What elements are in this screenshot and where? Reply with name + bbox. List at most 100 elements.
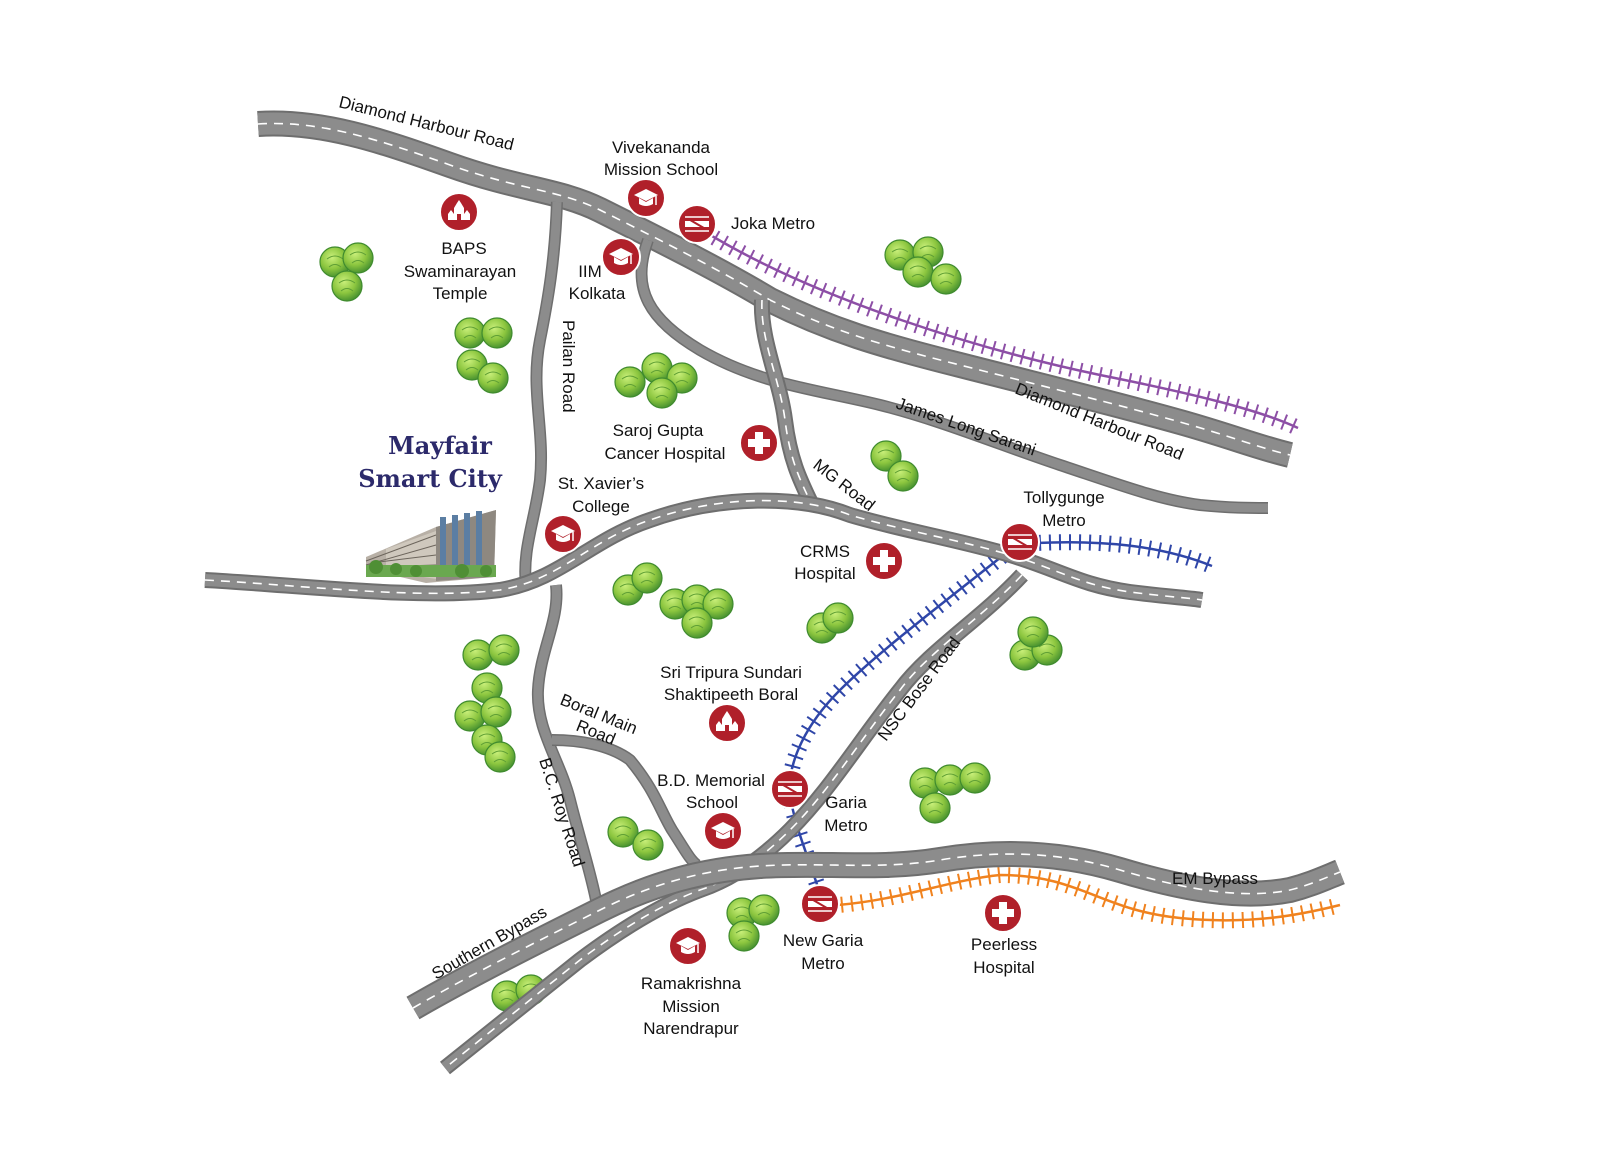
marker-joka-metro [677,204,717,244]
rail-tie [1280,414,1289,430]
tree-icon [454,317,486,349]
rail-tie [1111,895,1119,911]
rail-tie [1252,404,1260,421]
label-iim-line1: IIM [578,262,602,281]
label-crms-line2: Hospital [794,564,855,583]
rail-tie [1137,538,1142,556]
tree-icon [454,700,486,732]
rail-tie [971,568,984,583]
rail-tie [837,290,846,306]
rail-tie [956,580,968,595]
rail-tie [1009,346,1016,363]
rail-tie [1027,868,1032,885]
rail-tie [870,650,883,664]
rail-tie [1092,888,1100,904]
mg-road-branch [753,299,820,509]
road-label-pailan: Pailan Road [559,320,578,413]
rail-tie [894,311,902,327]
rail-tie [737,245,747,261]
rail-tie [782,266,791,283]
mayfair-building-image [365,510,496,583]
label-joka-metro: Joka Metro [731,214,815,233]
tree-icon [728,920,760,952]
road-label-james-long: James Long Sarani [894,394,1039,460]
hospital-icon [748,432,770,454]
rail-tie [819,699,833,712]
rail-tie [1147,540,1153,557]
rail-tie [879,891,885,908]
tree-icon [614,366,646,398]
rail-tie [1241,911,1245,929]
rail-tie [1058,358,1065,375]
school-icon [676,937,700,954]
rail-tie [859,894,864,911]
rail-tie [1299,905,1305,922]
tree-cluster [1009,616,1063,671]
rail-tie [1309,903,1315,920]
bc-roy-road [531,584,602,902]
rail-tie [1201,911,1205,928]
project-name-line2: Smart City [358,464,503,493]
marker-xavier [543,514,583,554]
rail-tie [1261,407,1269,424]
tree-icon [342,242,374,274]
rail-tie [932,599,945,614]
label-peerless-line1: Peerless [971,935,1037,954]
rail-tie [971,335,978,352]
rail-tie [898,887,904,904]
rail-tie [888,889,894,906]
rail-tie [1195,388,1201,405]
rail-tie [940,593,952,608]
rail-tie [1185,385,1192,403]
label-baps-line3: Temple [433,284,488,303]
rail-tie [903,314,912,331]
rail-tie [832,684,846,697]
rail-tie [913,317,921,334]
rail-tie [893,630,906,645]
rail-tie [856,297,865,314]
rail-tie [787,753,804,761]
label-newgaria-line1: New Garia [783,931,864,950]
rail-tie [847,293,855,310]
hospital-icon [873,550,895,572]
place-labels: Vivekananda Mission School Joka Metro BA… [404,138,1105,1038]
rail-tie [819,282,828,299]
rail-tie [791,743,807,752]
rail-tie [961,332,968,349]
rail-tie [1204,390,1211,407]
label-vivekananda-line2: Mission School [604,160,718,179]
rail-tie [1118,536,1122,553]
rail-tie [847,670,860,684]
rail-tie [828,286,837,303]
marker-baps [439,192,479,232]
rail-tie [1233,398,1240,415]
rail-tie [884,307,893,324]
rail-tie [966,871,972,888]
marker-vivekananda [626,178,666,218]
tree-icon [477,362,509,394]
marker-ramakrishna [668,926,708,966]
rail-tie [1243,401,1250,418]
tree-icon [331,270,363,302]
road-label-em-bypass: EM Bypass [1172,869,1258,888]
rail-tie [924,605,937,620]
mg-road [204,492,1204,608]
label-tripura-line1: Sri Tripura Sundari [660,663,802,682]
marker-peerless [983,893,1023,933]
tree-icon [870,440,902,472]
rail-tie [809,278,819,295]
rail-tie [1077,362,1084,379]
rail-tie [1045,872,1052,889]
metro-icon [1007,534,1033,550]
rail-tie [1280,908,1285,925]
rail-tie [1150,905,1156,923]
rail-tie [1166,544,1173,561]
rail-tie [825,691,840,704]
school-icon [634,189,658,206]
tree-cluster [909,762,991,824]
rail-tie [1166,381,1172,398]
tree-icon [646,377,678,409]
school-icon [711,822,735,839]
tree-cluster [614,352,698,409]
marker-tollygunge-metro [1000,522,1040,562]
